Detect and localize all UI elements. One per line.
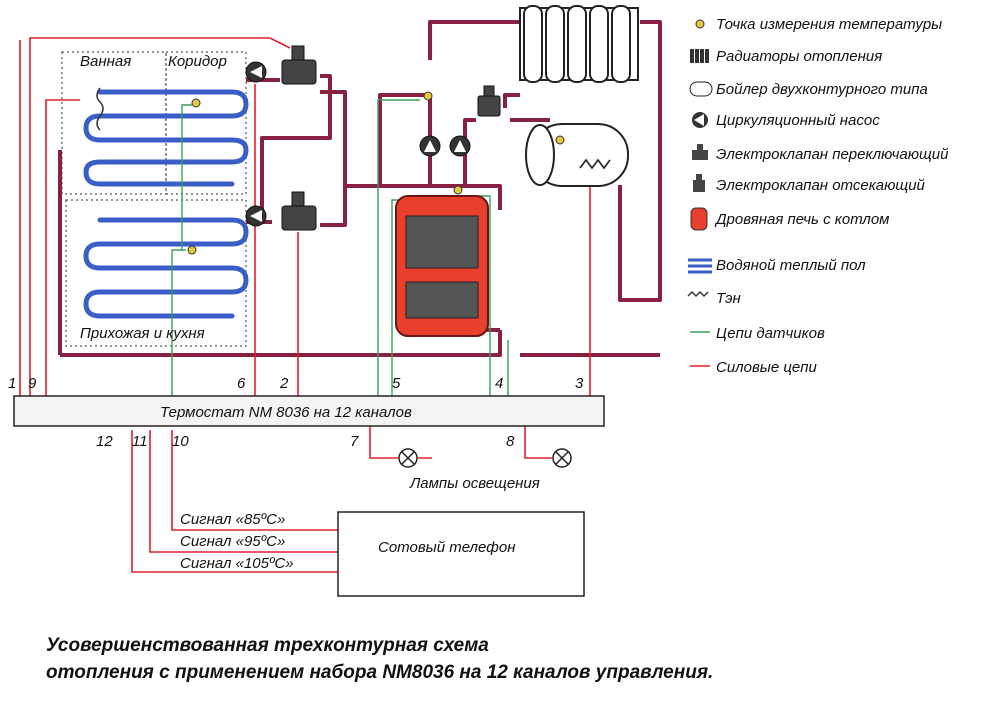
legend-label: Силовые цепи — [716, 359, 818, 376]
temperature-point-icon — [695, 19, 705, 29]
signal-label: Сигнал «95ºC» — [180, 533, 285, 550]
channel-number: 1 — [8, 375, 16, 392]
channel-number: 12 — [96, 433, 113, 450]
switch-valve-icon — [692, 144, 708, 160]
channel-number: 7 — [350, 433, 359, 450]
room-label-corridor: Коридор — [168, 53, 227, 70]
heater-element-icon — [687, 290, 709, 298]
stove-icon — [690, 207, 708, 231]
legend-label: Радиаторы отопления — [716, 48, 882, 65]
floor-heating-coil-top — [83, 89, 249, 187]
temperature-point-icon — [187, 91, 433, 255]
room-outlines — [61, 51, 247, 347]
phone-label: Сотовый телефон — [378, 539, 516, 556]
radiators — [519, 5, 639, 83]
radiator-icon — [690, 49, 709, 63]
legend-label: Точка измерения температуры — [716, 16, 942, 33]
caption-line: отопления с применением набора NM8036 на… — [46, 662, 714, 683]
lamps-label: Лампы освещения — [409, 475, 540, 492]
channel-number: 6 — [237, 375, 246, 392]
legend-label: Тэн — [716, 290, 741, 307]
legend-label: Бойлер двухконтурного типа — [716, 81, 928, 98]
wood-stove — [395, 185, 489, 337]
channel-number: 5 — [392, 375, 401, 392]
legend: Точка измерения температуры Радиаторы от… — [687, 16, 949, 376]
switch-valve-icon — [281, 45, 317, 231]
channel-number: 4 — [495, 375, 503, 392]
channel-number: 11 — [132, 433, 148, 450]
channel-number: 8 — [506, 433, 515, 450]
thermostat-label: Термостат NM 8036 на 12 каналов — [160, 404, 412, 421]
thermostat-bar — [13, 395, 605, 427]
floor-heating-icon — [688, 258, 712, 274]
shutoff-valve-icon — [693, 174, 705, 192]
pump-arrows — [250, 66, 466, 222]
channel-number: 3 — [575, 375, 584, 392]
caption-line: Усовершенствованная трехконтурная схема — [46, 635, 489, 656]
signal-label: Сигнал «105ºC» — [180, 555, 294, 572]
figure-caption: Усовершенствованная трехконтурная схема … — [46, 632, 713, 686]
lamp-icon — [398, 448, 572, 468]
channel-number: 10 — [172, 433, 189, 450]
phone-box — [337, 511, 585, 597]
legend-label: Цепи датчиков — [716, 325, 825, 342]
legend-label: Циркуляционный насос — [716, 112, 880, 129]
legend-label: Дровяная печь с котлом — [714, 211, 889, 228]
pump-icon — [692, 112, 708, 128]
legend-label: Электроклапан отсекающий — [716, 177, 926, 194]
signal-label: Сигнал «85ºC» — [180, 511, 285, 528]
boiler-icon — [689, 81, 713, 97]
shutoff-valve-icon — [477, 85, 501, 117]
floor-heating-coil-bottom — [83, 217, 249, 319]
room-label-hall-kitchen: Прихожая и кухня — [80, 325, 205, 342]
heater-element — [96, 87, 104, 131]
channel-number: 9 — [28, 375, 37, 392]
channel-number: 2 — [279, 375, 289, 392]
legend-label: Водяной теплый пол — [716, 257, 866, 274]
room-label-bathroom: Ванная — [80, 53, 131, 70]
legend-label: Электроклапан переключающий — [716, 146, 949, 163]
boiler — [525, 123, 629, 187]
